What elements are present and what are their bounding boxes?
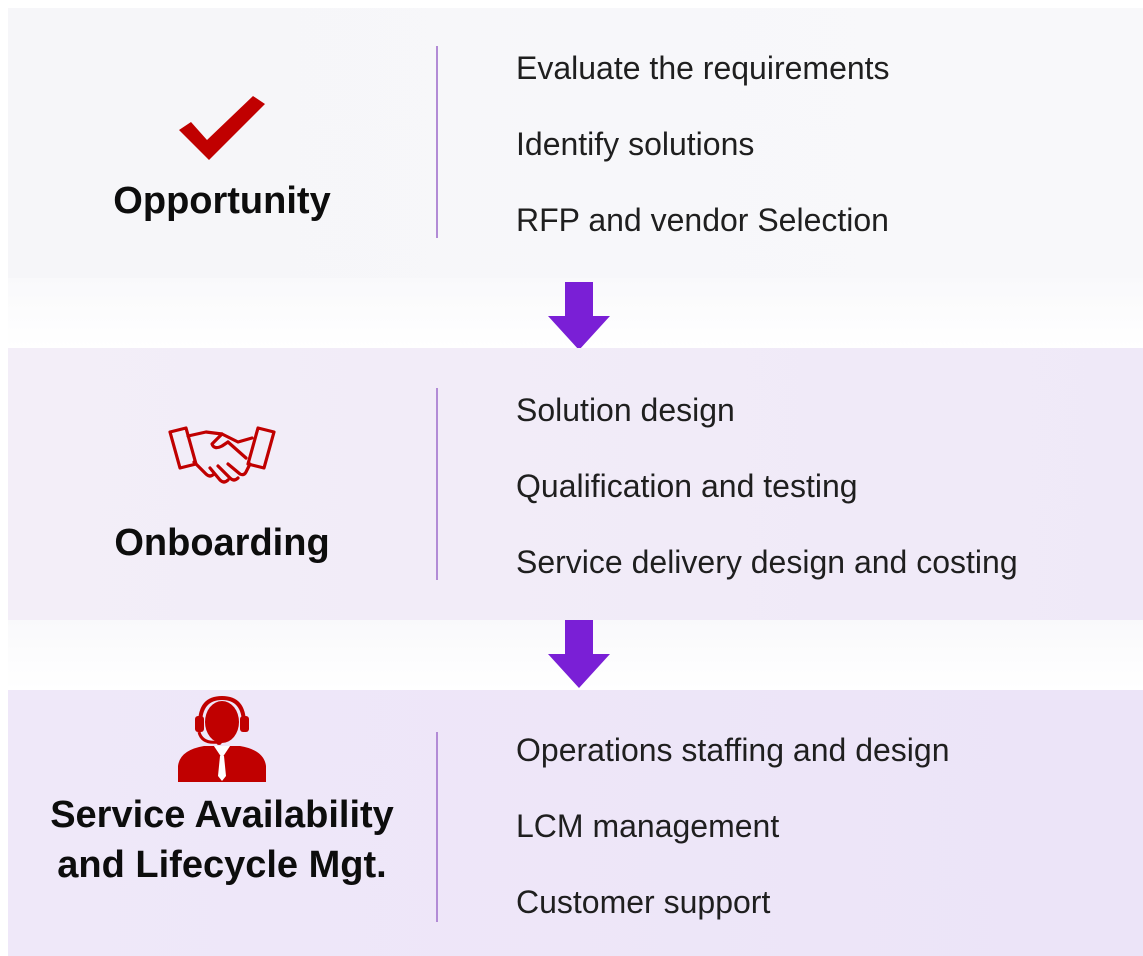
list-item: RFP and vendor Selection <box>516 202 889 238</box>
stage-divider <box>436 732 438 922</box>
list-item: Evaluate the requirements <box>516 50 890 86</box>
handshake-icon <box>8 424 436 495</box>
stage-items: Evaluate the requirements Identify solut… <box>516 8 1136 278</box>
support-agent-icon <box>8 696 436 787</box>
list-item: Operations staffing and design <box>516 732 950 768</box>
list-item: Service delivery design and costing <box>516 544 1018 580</box>
stage-divider <box>436 46 438 238</box>
stage-title-line2: and Lifecycle Mgt. <box>57 844 387 886</box>
list-item: Qualification and testing <box>516 468 858 504</box>
list-item: LCM management <box>516 808 780 844</box>
stage-items: Solution design Qualification and testin… <box>516 348 1136 620</box>
list-item: Solution design <box>516 392 735 428</box>
list-item: Customer support <box>516 884 771 920</box>
stage-service-availability: Service Availability and Lifecycle Mgt. … <box>8 690 1143 956</box>
down-arrow-icon <box>548 282 610 355</box>
stage-title-line1: Service Availability <box>50 794 394 836</box>
stage-items: Operations staffing and design LCM manag… <box>516 690 1136 956</box>
down-arrow-icon <box>548 620 610 693</box>
stage-onboarding: Onboarding Solution design Qualification… <box>8 348 1143 620</box>
stage-header: Service Availability and Lifecycle Mgt. <box>8 690 436 956</box>
list-item: Identify solutions <box>516 126 755 162</box>
stage-title: Onboarding <box>114 522 330 564</box>
stage-header: Opportunity <box>8 8 436 278</box>
checkmark-icon <box>8 94 436 169</box>
stage-opportunity: Opportunity Evaluate the requirements Id… <box>8 8 1143 278</box>
stage-title: Opportunity <box>113 180 331 222</box>
stage-header: Onboarding <box>8 348 436 620</box>
stage-divider <box>436 388 438 580</box>
